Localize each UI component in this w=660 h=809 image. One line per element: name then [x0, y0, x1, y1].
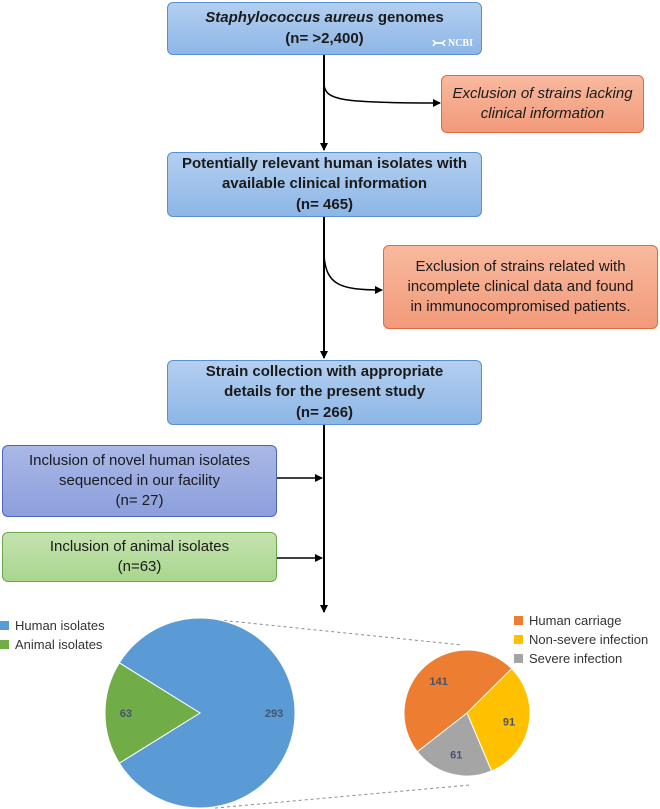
legend-swatch-carriage — [514, 616, 523, 625]
exclusion1-line1: Exclusion of strains lacking — [452, 84, 633, 102]
genomes-count: (n= >2,400) — [285, 29, 364, 47]
relevant-count: (n= 465) — [295, 195, 354, 213]
ncbi-logo: NCBI — [432, 37, 473, 51]
pie2-label-human-carriage: 141 — [430, 676, 448, 688]
exclusion2-line2: incomplete clinical data and found — [407, 277, 634, 295]
exclusion1-line2: clinical information — [480, 105, 605, 122]
legend-swatch-human — [0, 621, 9, 630]
legend-label-human: Human isolates — [15, 618, 105, 633]
legend-item-carriage: Human carriage — [514, 611, 648, 630]
collection-box: Strain collection with appropriate detai… — [167, 360, 482, 425]
legend-item-animal: Animal isolates — [0, 635, 105, 654]
pie-connector-bottom — [214, 784, 471, 809]
animal-count: (n=63) — [117, 558, 162, 575]
pie1-label-animal-isolates: 63 — [120, 708, 132, 720]
genomes-species: Staphylococcus aureus — [205, 9, 374, 27]
arrow-to-exclusion2 — [323, 254, 383, 294]
pie2-slice-severe-infection — [416, 712, 493, 777]
novel-line2: sequenced in our facility — [59, 471, 220, 489]
pie-connector-top — [199, 617, 463, 646]
animal-line1: Inclusion of animal isolates — [49, 537, 230, 555]
relevant-box: Potentially relevant human isolates with… — [167, 152, 482, 217]
pie1-slice-human-isolates — [118, 617, 296, 809]
exclusion2-line3: in immunocompromised patients. — [410, 298, 631, 316]
legend-label-nonsevere: Non-severe infection — [529, 632, 649, 647]
relevant-line2: available clinical information — [221, 175, 428, 193]
genomes-box: Staphylococcus aureus genomes (n= >2,400… — [167, 2, 482, 55]
exclusion1-box: Exclusion of strains lacking clinical in… — [441, 75, 644, 133]
legend-item-human: Human isolates — [0, 616, 105, 635]
animal-isolates-box: Inclusion of animal isolates (n=63) — [2, 532, 277, 582]
novel-isolates-box: Inclusion of novel human isolates sequen… — [2, 445, 277, 517]
legend-label-animal: Animal isolates — [15, 637, 103, 652]
pie1-slice-animal-isolates — [104, 662, 201, 764]
ncbi-logo-text: NCBI — [447, 37, 473, 49]
legend-swatch-nonsevere — [514, 635, 523, 644]
pie2-label-severe-infection: 61 — [450, 749, 462, 761]
legend-item-severe: Severe infection — [514, 649, 648, 668]
legend-label-severe: Severe infection — [529, 651, 623, 666]
novel-line1: Inclusion of novel human isolates — [29, 451, 250, 469]
ncbi-helix-icon — [432, 39, 446, 47]
relevant-line1: Potentially relevant human isolates with — [181, 155, 468, 173]
legend-swatch-animal — [0, 640, 9, 649]
pie2-slice-human-carriage — [403, 649, 513, 753]
legend-right: Human carriage Non-severe infection Seve… — [514, 611, 648, 668]
collection-line2: details for the present study — [224, 383, 425, 401]
legend-left: Human isolates Animal isolates — [0, 616, 105, 654]
novel-count: (n= 27) — [115, 492, 164, 510]
collection-count: (n= 266) — [295, 403, 354, 421]
pie2-label-non-severe-infection: 91 — [503, 716, 515, 728]
legend-item-nonsevere: Non-severe infection — [514, 630, 648, 649]
pie2-slice-non-severe-infection — [466, 667, 531, 772]
collection-line1: Strain collection with appropriate — [205, 363, 444, 381]
legend-label-carriage: Human carriage — [529, 613, 622, 628]
genomes-suffix: genomes — [373, 9, 444, 27]
exclusion2-box: Exclusion of strains related with incomp… — [383, 245, 658, 329]
legend-swatch-severe — [514, 654, 523, 663]
arrow-to-exclusion1 — [323, 84, 441, 107]
exclusion2-line1: Exclusion of strains related with — [415, 257, 626, 275]
pie1-label-human-isolates: 293 — [265, 708, 283, 720]
